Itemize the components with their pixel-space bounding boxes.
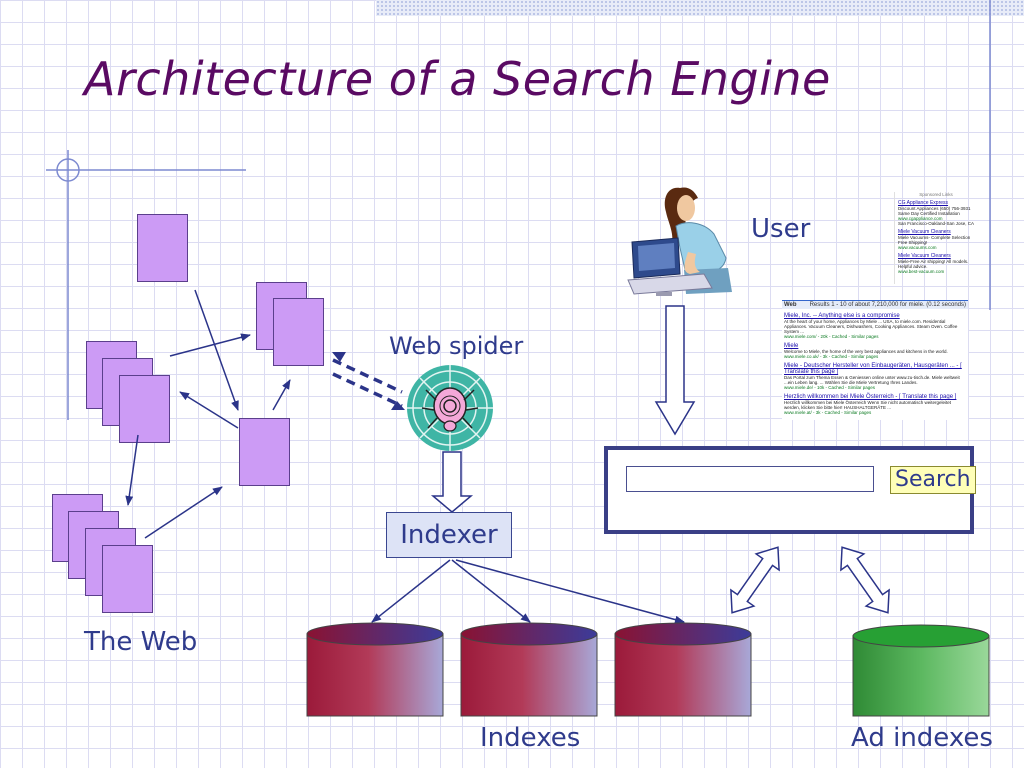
slide-title: Architecture of a Search Engine	[84, 52, 831, 106]
database-cylinder-icon	[306, 622, 444, 717]
results-stats: Results 1 - 10 of about 7,210,000 for mi…	[809, 302, 966, 308]
results-bar: Web Results 1 - 10 of about 7,210,000 fo…	[782, 300, 968, 309]
spider-web-icon	[407, 365, 493, 451]
spider-to-indexer-arrow	[430, 451, 474, 513]
web-spider-label: Web spider	[389, 332, 524, 360]
result-snippet: Herzlich willkommen bei Miele Österreich…	[784, 400, 951, 410]
user-to-search-arrow	[654, 305, 696, 436]
web-page-icon	[137, 214, 188, 282]
ad-extra: San Francisco-Oakland-San Jose, CA	[898, 221, 975, 226]
ad-url: www.cgappliance.com	[898, 216, 943, 221]
result-item: Herzlich willkommen bei Miele Österreich…	[782, 394, 968, 415]
ad-title[interactable]: Miele Vacuum Cleaners	[898, 253, 951, 259]
ad-text: Miele-Free Air shipping! All models. Hel…	[898, 259, 969, 269]
search-to-indexes-double-arrow	[730, 546, 780, 614]
top-decoration-band	[376, 0, 1024, 16]
ad-indexes-label: Ad indexes	[851, 723, 993, 753]
search-results-thumbnail: Web Results 1 - 10 of about 7,210,000 fo…	[782, 300, 968, 420]
ad-item: Miele Vacuum Cleaners Miele Vacuums- Com…	[895, 229, 977, 250]
web-page-icon	[102, 545, 153, 613]
ad-url: www.best-vacuum.com	[898, 269, 945, 274]
result-url: www.miele.de/ - 10k - Cached - Similar p…	[784, 385, 876, 390]
sponsored-links-thumbnail: Sponsored Links CG Appliance Express Dis…	[894, 192, 977, 284]
indexer-to-indexes-arrows	[371, 559, 685, 624]
result-url: www.miele.co.uk/ - 3k - Cached - Similar…	[784, 354, 879, 359]
results-tab: Web	[784, 302, 797, 308]
result-snippet: Welcome to Miele, the home of the very b…	[784, 349, 948, 354]
user-label: User	[751, 214, 811, 244]
user-at-computer-icon	[627, 187, 732, 296]
web-page-icon	[273, 298, 324, 366]
web-page-icon	[239, 418, 290, 486]
result-title[interactable]: Miele, Inc. -- Anything else is a compro…	[784, 313, 900, 319]
search-button[interactable]: Search	[890, 466, 976, 494]
result-title[interactable]: Herzlich willkommen bei Miele Österreich…	[784, 394, 957, 400]
result-url: www.miele.at/ - 3k - Cached - Similar pa…	[784, 410, 872, 415]
result-url: www.miele.com/ - 20k - Cached - Similar …	[784, 334, 879, 339]
result-snippet: Das Portal zum Thema Essen & Geniessen o…	[784, 375, 960, 385]
database-cylinder-icon	[614, 622, 752, 717]
indexer-box: Indexer	[386, 512, 512, 558]
result-item: Miele, Inc. -- Anything else is a compro…	[782, 313, 968, 339]
ad-item: CG Appliance Express Discount Appliances…	[895, 200, 977, 226]
web-page-icon	[119, 375, 170, 443]
search-input[interactable]	[626, 466, 874, 492]
ad-text: Discount Appliances (650) 756-3931 Same …	[898, 206, 971, 216]
search-to-ad-indexes-double-arrow	[840, 546, 890, 614]
database-cylinder-icon	[852, 624, 990, 717]
result-snippet: At the heart of your home, Appliances by…	[784, 319, 958, 334]
ad-url: www.vacuums.com	[898, 245, 937, 250]
sponsored-header: Sponsored Links	[919, 192, 953, 197]
web-link-arrows	[125, 289, 291, 539]
result-item: Miele - Deutscher Hersteller von Einbaug…	[782, 363, 968, 390]
database-cylinder-icon	[460, 622, 598, 717]
result-title[interactable]: Miele - Deutscher Hersteller von Einbaug…	[784, 363, 962, 375]
ad-text: Miele Vacuums- Complete Selection Free S…	[898, 235, 971, 245]
result-title[interactable]: Miele	[784, 343, 799, 349]
spider-crawl-arrows	[332, 358, 403, 408]
indexes-label: Indexes	[480, 723, 581, 753]
ad-title[interactable]: Miele Vacuum Cleaners	[898, 229, 951, 235]
result-item: Miele Welcome to Miele, the home of the …	[782, 343, 968, 359]
ad-item: Miele Vacuum Cleaners Miele-Free Air shi…	[895, 253, 977, 274]
the-web-label: The Web	[84, 627, 198, 657]
search-box: Search	[604, 446, 976, 534]
ad-title[interactable]: CG Appliance Express	[898, 200, 949, 206]
